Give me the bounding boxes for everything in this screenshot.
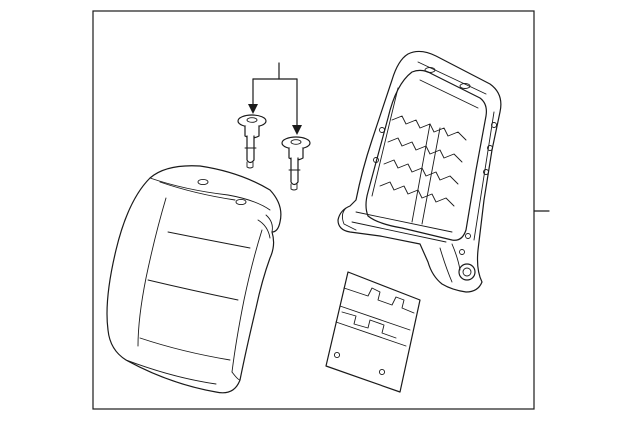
arrowhead-left bbox=[248, 104, 258, 114]
seat-back-frame bbox=[337, 50, 502, 293]
headrest-guide-callout bbox=[248, 62, 302, 135]
headrest-guide-right bbox=[281, 136, 311, 191]
seat-back-cover bbox=[106, 165, 282, 394]
headrest-guide-left bbox=[237, 114, 267, 169]
arrowhead-right bbox=[292, 125, 302, 135]
lumbar-support-plate bbox=[325, 271, 421, 393]
diagram-border bbox=[92, 10, 535, 410]
